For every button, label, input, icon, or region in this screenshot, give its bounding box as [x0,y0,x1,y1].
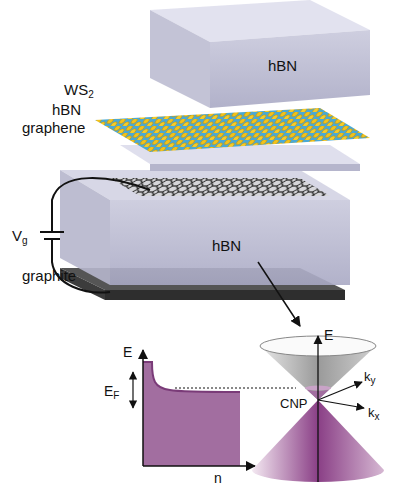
point-label: CNP [280,397,307,410]
layer-label: hBN [268,58,297,73]
axis-label: ky [364,370,376,383]
axis-label: n [214,471,222,485]
axis-label: E [123,345,132,359]
fermi-label: EF [104,384,119,398]
voltage-label: Vg [12,228,28,243]
layer-label: WS2 [64,82,94,97]
layer-label: hBN [212,238,241,253]
layer-label: graphite [22,268,76,283]
axis-label: kx [368,406,380,419]
axis-label: E [324,328,333,342]
layer-label: hBN [52,102,81,117]
layer-label: graphene [22,120,85,135]
